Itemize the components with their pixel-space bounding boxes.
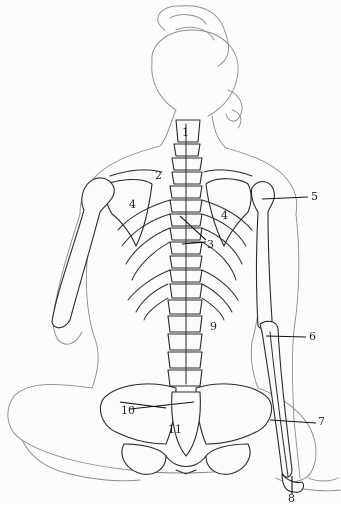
spine: [168, 120, 202, 386]
label-11: 11: [168, 424, 182, 435]
label-4-right: 4: [221, 210, 228, 221]
label-5: 5: [311, 191, 318, 202]
right-ischium: [206, 444, 250, 474]
label-2: 2: [155, 170, 162, 181]
pelvis: [100, 384, 271, 474]
label-10: 10: [121, 405, 135, 416]
label-3: 3: [207, 239, 214, 250]
label-9: 9: [210, 321, 217, 332]
right-clavicle: [204, 170, 252, 176]
label-6: 6: [309, 331, 316, 342]
left-humerus: [52, 178, 114, 328]
label-4-left: 4: [129, 199, 136, 210]
label-7: 7: [318, 416, 325, 427]
label-1: 1: [182, 127, 189, 138]
right-humerus: [251, 182, 274, 329]
left-ilium: [100, 384, 176, 444]
head-outline: [152, 30, 238, 116]
right-scapula: [206, 179, 251, 246]
right-ilium: [196, 384, 272, 444]
label-8: 8: [288, 493, 295, 504]
